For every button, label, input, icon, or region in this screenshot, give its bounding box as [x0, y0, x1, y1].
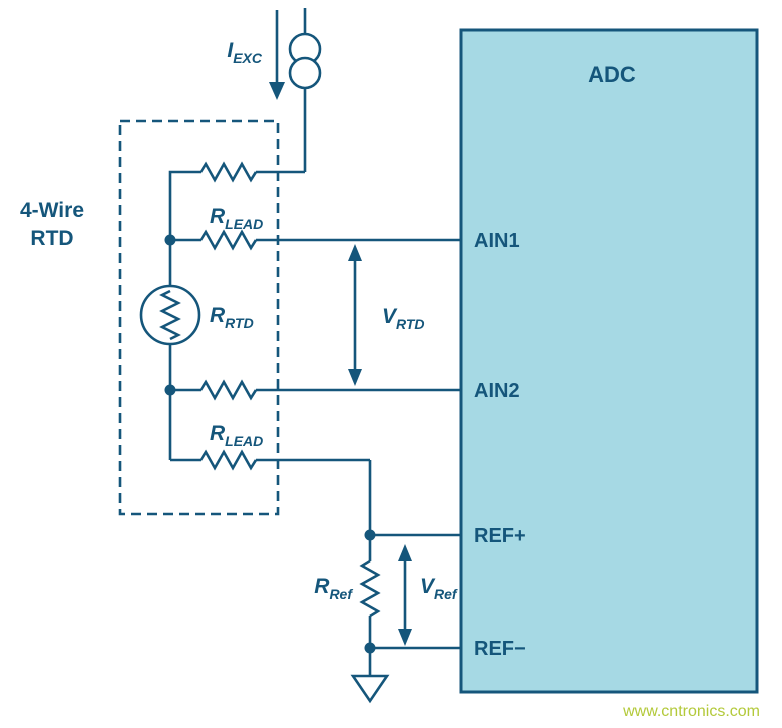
- junction-dot-ref-plus: [364, 529, 376, 541]
- rtd-zigzag: [159, 289, 181, 341]
- rtd-block-label-line1: 4-Wire: [20, 199, 84, 222]
- row2-resistor-zigzag: [199, 229, 258, 251]
- iexc-label: IEXC: [227, 39, 263, 66]
- junction-dot-ain2: [164, 384, 176, 396]
- vref-arrowhead-bottom: [398, 629, 412, 646]
- rtd-block-label: 4-Wire RTD: [20, 199, 84, 250]
- r-lead-bottom-label: RLEAD: [210, 422, 263, 449]
- r-ref-label: RRef: [314, 575, 353, 602]
- rtd-element-icon: [139, 284, 201, 346]
- pin-label-ain2: AIN2: [474, 380, 520, 402]
- rtd-block-label-line2: RTD: [30, 227, 73, 250]
- junction-dot-ain1: [164, 234, 176, 246]
- adc-block: [459, 28, 759, 694]
- r-rtd-label: RRTD: [210, 304, 254, 331]
- row4-resistor-zigzag: [199, 449, 258, 471]
- ground-icon: [350, 674, 390, 704]
- vrtd-arrowhead-bottom: [348, 369, 362, 386]
- ref-resistor-icon: [359, 559, 381, 618]
- current-source-circle-bottom: [288, 56, 322, 90]
- r-lead-top-label: RLEAD: [210, 205, 263, 232]
- row1-resistor-zigzag: [199, 161, 258, 183]
- vrtd-arrowhead-top: [348, 244, 362, 261]
- adc-title: ADC: [588, 62, 636, 87]
- vrtd-arrow-icon: [348, 244, 362, 386]
- v-ref-label: VRef: [420, 575, 458, 602]
- watermark-text: www.cntronics.com: [622, 703, 760, 720]
- v-rtd-label: VRTD: [382, 305, 425, 332]
- lead-resistor-ain1: [170, 229, 461, 251]
- pin-label-ref-plus: REF+: [474, 525, 526, 547]
- vref-arrowhead-top: [398, 544, 412, 561]
- row3-resistor-zigzag: [199, 379, 258, 401]
- current-source-icon: [288, 8, 322, 90]
- row1-left-wire: [168, 170, 201, 240]
- pin-label-ref-minus: REF−: [474, 638, 526, 660]
- vref-arrow-icon: [398, 544, 412, 646]
- iexc-arrowhead: [269, 82, 285, 100]
- lead-resistor-bottom: [170, 449, 370, 471]
- iexc-arrow-icon: [269, 10, 285, 100]
- lead-resistor-top: [168, 161, 305, 240]
- rtd-dashed-boundary: [118, 119, 280, 516]
- rref-zigzag: [359, 559, 381, 618]
- junction-dot-ref-minus: [364, 642, 376, 654]
- pin-label-ain1: AIN1: [474, 230, 520, 252]
- lead-resistor-ain2: [170, 379, 461, 401]
